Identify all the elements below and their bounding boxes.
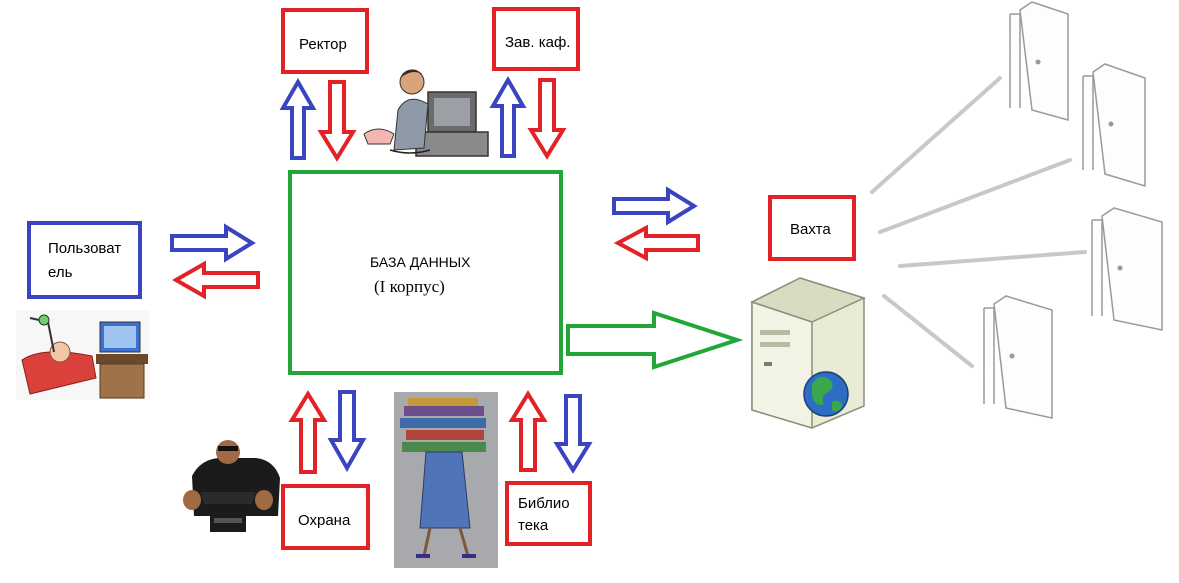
- office-worker-icon: [363, 69, 489, 157]
- book-carrier-icon: [394, 392, 498, 568]
- arrow-left-user: [171, 260, 260, 300]
- arrow-down-library: [553, 394, 593, 474]
- arrow-left-watch: [613, 224, 700, 262]
- door-icon: [983, 295, 1053, 419]
- database-label-line1: БАЗА ДАННЫХ: [370, 254, 471, 270]
- arrow-up-security: [288, 390, 328, 474]
- database-label-line2: (I корпус): [374, 277, 445, 296]
- head-dept-label: Зав. каф.: [505, 34, 571, 51]
- rector-label: Ректор: [299, 36, 347, 53]
- user-label-line2: ель: [48, 264, 73, 281]
- library-box: Библио тека: [505, 481, 592, 546]
- arrow-right-server: [566, 310, 744, 370]
- arrow-up-head-dept: [489, 75, 527, 158]
- door-icon: [1009, 1, 1069, 121]
- arrow-down-rector: [317, 80, 357, 162]
- rector-box: Ректор: [281, 8, 369, 74]
- user-label-line1: Пользоват: [48, 240, 122, 257]
- door-connection-lines: [870, 76, 1087, 368]
- door-icon: [1091, 207, 1163, 331]
- arrow-up-rector: [279, 77, 317, 160]
- arrow-up-library: [508, 390, 548, 472]
- door-icon: [1082, 63, 1146, 188]
- server-globe-icon: [750, 277, 867, 430]
- arrow-right-watch: [612, 186, 698, 226]
- arrow-down-head-dept: [527, 78, 567, 160]
- database-box: БАЗА ДАННЫХ (I корпус): [288, 170, 563, 375]
- arrow-right-user: [170, 223, 256, 263]
- library-label-line1: Библио: [518, 495, 570, 512]
- user-at-desk-icon: [16, 310, 150, 400]
- arrow-down-security: [327, 390, 367, 473]
- library-label-line2: тека: [518, 517, 549, 534]
- watch-label: Вахта: [790, 221, 831, 238]
- user-box: Пользоват ель: [27, 221, 142, 299]
- security-guard-icon: [183, 440, 280, 532]
- head-dept-box: Зав. каф.: [492, 7, 580, 71]
- security-box: Охрана: [281, 484, 370, 550]
- security-label: Охрана: [298, 512, 351, 529]
- watch-box: Вахта: [768, 195, 856, 261]
